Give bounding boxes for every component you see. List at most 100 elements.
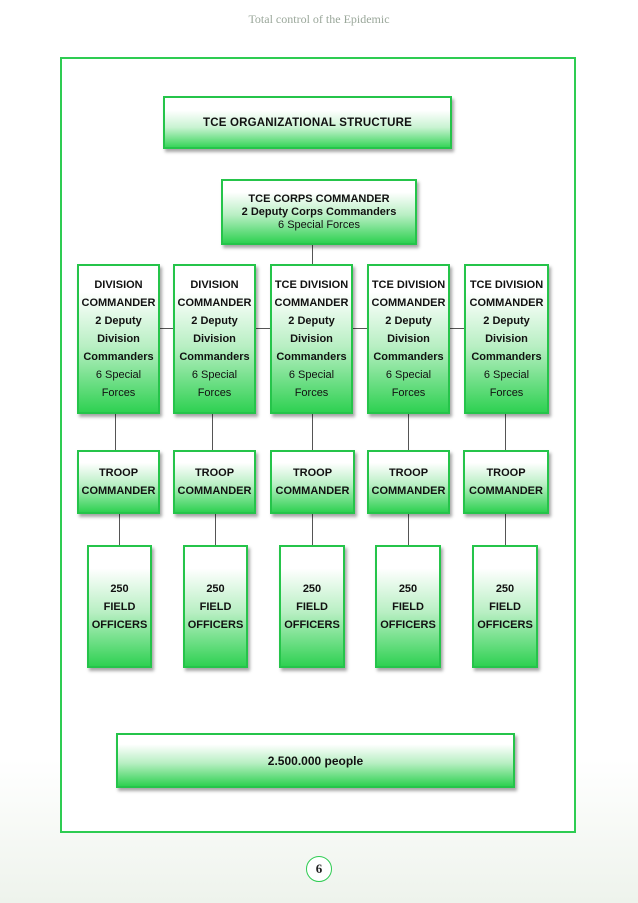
connector-div2-troop2	[212, 414, 213, 450]
corps-commander-box: TCE CORPS COMMANDER 2 Deputy Corps Comma…	[221, 179, 417, 245]
division-line-2: COMMANDER	[371, 297, 446, 309]
field-officers-box: 250 FIELD OFFICERS	[87, 545, 152, 668]
division-line-1: DIVISION	[94, 279, 143, 291]
officers-line-2: FIELD	[296, 600, 328, 613]
division-line-1: DIVISION	[190, 279, 239, 291]
division-line-2: COMMANDER	[469, 297, 544, 309]
connector-div3-troop3	[312, 414, 313, 450]
troop-line-1: TROOP	[388, 467, 429, 479]
officers-line-3: OFFICERS	[477, 618, 533, 631]
officers-line-3: OFFICERS	[284, 618, 340, 631]
division-line-4: Division	[97, 333, 140, 345]
troop-commander-box: TROOP COMMANDER	[367, 450, 450, 514]
officers-line-2: FIELD	[489, 600, 521, 613]
corps-commander-title: TCE CORPS COMMANDER	[248, 192, 390, 205]
division-line-7: Forces	[197, 387, 232, 399]
diagram-frame	[60, 57, 576, 833]
troop-commander-box: TROOP COMMANDER	[463, 450, 549, 514]
field-officers-box: 250 FIELD OFFICERS	[279, 545, 345, 668]
officers-count: 250	[206, 582, 225, 595]
officers-line-2: FIELD	[199, 600, 232, 613]
troop-line-2: COMMANDER	[177, 485, 252, 497]
division-box: TCE DIVISION COMMANDER 2 Deputy Division…	[270, 264, 353, 414]
officers-line-3: OFFICERS	[187, 618, 244, 631]
division-line-7: Forces	[101, 387, 136, 399]
officers-line-2: FIELD	[392, 600, 424, 613]
division-box: TCE DIVISION COMMANDER 2 Deputy Division…	[464, 264, 549, 414]
division-box: TCE DIVISION COMMANDER 2 Deputy Division…	[367, 264, 450, 414]
connector-div4-div5	[450, 328, 464, 329]
division-line-6: 6 Special	[288, 369, 335, 381]
total-people: 2.500.000 people	[267, 753, 364, 768]
division-line-3: 2 Deputy	[288, 315, 335, 327]
division-line-6: 6 Special	[483, 369, 530, 381]
division-box: DIVISION COMMANDER 2 Deputy Division Com…	[173, 264, 256, 414]
connector-div5-troop5	[505, 414, 506, 450]
officers-line-2: FIELD	[103, 600, 136, 613]
connector-troop1-officers1	[119, 514, 120, 545]
division-line-5: Commanders	[83, 351, 154, 363]
page-number: 6	[306, 856, 332, 882]
connector-troop4-officers4	[408, 514, 409, 545]
division-line-2: COMMANDER	[274, 297, 349, 309]
troop-line-2: COMMANDER	[275, 485, 350, 497]
troop-line-1: TROOP	[486, 467, 526, 479]
troop-commander-box: TROOP COMMANDER	[77, 450, 160, 514]
division-line-7: Forces	[391, 387, 426, 399]
troop-line-1: TROOP	[98, 467, 139, 479]
troop-commander-box: TROOP COMMANDER	[173, 450, 256, 514]
field-officers-box: 250 FIELD OFFICERS	[472, 545, 538, 668]
division-line-3: 2 Deputy	[385, 315, 432, 327]
total-people-box: 2.500.000 people	[116, 733, 515, 788]
division-line-4: Division	[290, 333, 333, 345]
officers-line-3: OFFICERS	[380, 618, 436, 631]
division-line-3: 2 Deputy	[191, 315, 238, 327]
officers-count: 250	[495, 582, 515, 595]
officers-count: 250	[302, 582, 322, 595]
title-box: TCE ORGANIZATIONAL STRUCTURE	[163, 96, 452, 149]
diagram-title: TCE ORGANIZATIONAL STRUCTURE	[203, 116, 412, 129]
division-line-3: 2 Deputy	[483, 315, 530, 327]
division-line-6: 6 Special	[95, 369, 142, 381]
division-line-2: COMMANDER	[81, 297, 156, 309]
division-line-3: 2 Deputy	[95, 315, 142, 327]
division-line-5: Commanders	[373, 351, 444, 363]
division-line-7: Forces	[489, 387, 524, 399]
division-line-4: Division	[485, 333, 528, 345]
connector-troop2-officers2	[215, 514, 216, 545]
division-line-6: 6 Special	[385, 369, 432, 381]
troop-line-1: TROOP	[194, 467, 235, 479]
corps-special-forces: 6 Special Forces	[278, 218, 360, 231]
page-header: Total control of the Epidemic	[248, 12, 390, 26]
division-line-5: Commanders	[276, 351, 347, 363]
officers-line-3: OFFICERS	[91, 618, 148, 631]
division-line-5: Commanders	[179, 351, 250, 363]
division-line-1: TCE DIVISION	[371, 279, 446, 291]
division-line-1: TCE DIVISION	[469, 279, 544, 291]
division-box: DIVISION COMMANDER 2 Deputy Division Com…	[77, 264, 160, 414]
corps-deputies: 2 Deputy Corps Commanders	[241, 205, 397, 218]
connector-div1-troop1	[115, 414, 116, 450]
officers-count: 250	[398, 582, 418, 595]
division-line-4: Division	[387, 333, 430, 345]
troop-line-2: COMMANDER	[371, 485, 446, 497]
connector-troop3-officers3	[312, 514, 313, 545]
connector-div1-div2	[159, 328, 173, 329]
troop-line-2: COMMANDER	[469, 485, 543, 497]
connector-corps-to-divisions	[312, 245, 313, 264]
connector-troop5-officers5	[505, 514, 506, 545]
division-line-4: Division	[193, 333, 236, 345]
connector-div3-div4	[353, 328, 367, 329]
troop-commander-box: TROOP COMMANDER	[270, 450, 355, 514]
division-line-1: TCE DIVISION	[274, 279, 349, 291]
connector-div4-troop4	[408, 414, 409, 450]
field-officers-box: 250 FIELD OFFICERS	[375, 545, 441, 668]
connector-div2-div3	[256, 328, 270, 329]
division-line-7: Forces	[294, 387, 329, 399]
division-line-5: Commanders	[471, 351, 542, 363]
field-officers-box: 250 FIELD OFFICERS	[183, 545, 248, 668]
troop-line-2: COMMANDER	[81, 485, 156, 497]
troop-line-1: TROOP	[292, 467, 333, 479]
officers-count: 250	[110, 582, 129, 595]
division-line-2: COMMANDER	[177, 297, 252, 309]
